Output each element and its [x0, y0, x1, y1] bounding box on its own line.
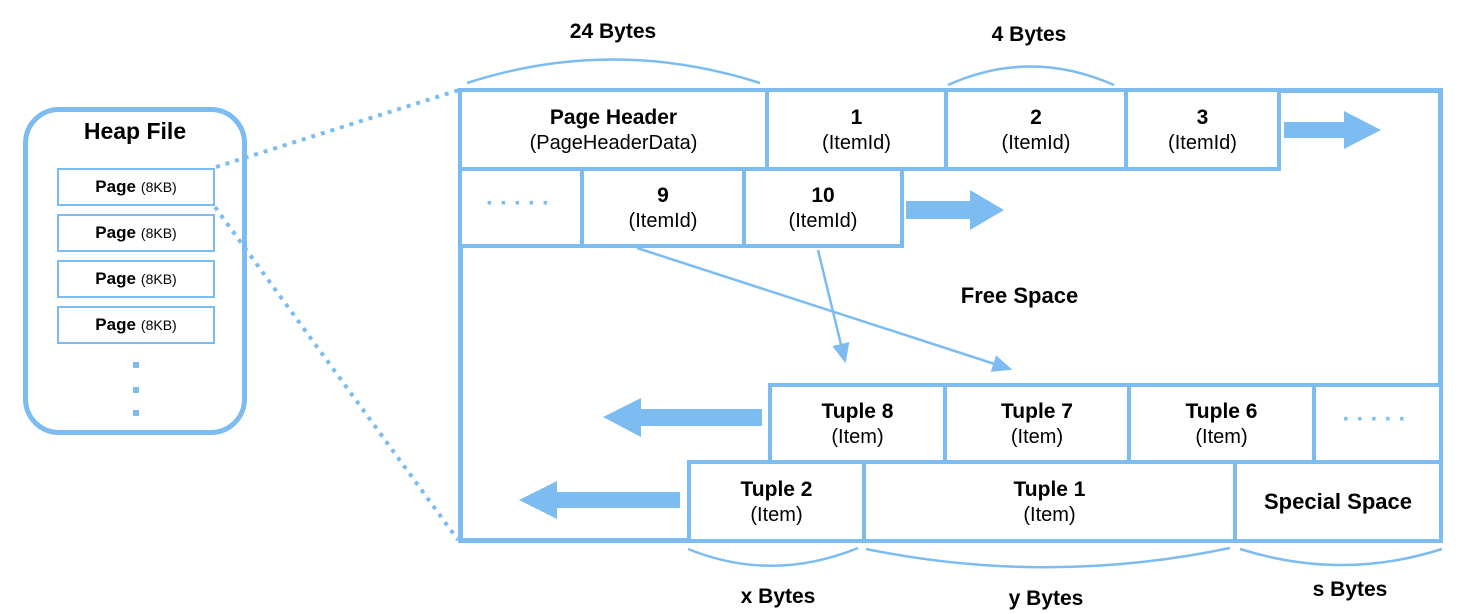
page-size: (8KB) [140, 271, 177, 287]
tuple-1-cell: Tuple 1 (Item) [862, 460, 1237, 543]
itemid-type: (ItemId) [628, 210, 698, 233]
tuple-6-cell: Tuple 6 (Item) [1127, 383, 1316, 464]
itemid-3-cell: 3 (ItemId) [1124, 88, 1281, 171]
page-name: Page [95, 177, 136, 196]
arc-4-bytes [947, 65, 1115, 87]
special-space-label: Special Space [1264, 488, 1412, 514]
itemid-1-cell: 1 (ItemId) [765, 88, 948, 171]
arc-24-bytes [466, 58, 761, 85]
tuple-name: Tuple 6 [1185, 399, 1258, 423]
itemid-type: (ItemId) [822, 132, 891, 155]
tuple-ellipsis-cell: ····· [1312, 383, 1443, 464]
zoom-connector-top-dotted-line [215, 88, 460, 169]
special-space-cell: Special Space [1233, 460, 1443, 543]
tuple-2-cell: Tuple 2 (Item) [687, 460, 866, 543]
page-size: (8KB) [140, 225, 177, 241]
header-bytes-label: 24 Bytes [569, 20, 657, 43]
tuple-name: Tuple 2 [740, 477, 813, 501]
itemid-10-cell: 10 (ItemId) [742, 167, 904, 248]
arc-x-bytes [687, 546, 859, 567]
heap-page-item: Page (8KB) [57, 168, 215, 206]
page-name: Page [95, 223, 136, 242]
page-name: Page [95, 269, 136, 288]
tuple-type: (Item) [1010, 426, 1064, 449]
tuple-name: Tuple 1 [1013, 477, 1086, 501]
s-bytes-label: s Bytes [1312, 578, 1388, 601]
dotted-ellipsis-icon: ····· [486, 189, 556, 217]
page-header-subtitle: (PageHeaderData) [529, 132, 698, 155]
page-size: (8KB) [140, 317, 177, 333]
page-name: Page [95, 315, 136, 334]
itemid-number: 3 [1196, 105, 1209, 129]
dotted-ellipsis-icon: ····· [1342, 405, 1413, 433]
page-size: (8KB) [140, 179, 177, 195]
tuple-type: (Item) [1023, 504, 1076, 527]
page-header-cell: Page Header (PageHeaderData) [458, 88, 769, 171]
tuple-name: Tuple 7 [1001, 399, 1073, 423]
y-bytes-label: y Bytes [1008, 587, 1084, 610]
heap-page-item: Page (8KB) [57, 214, 215, 252]
itemid-type: (ItemId) [788, 210, 858, 233]
tuple-7-cell: Tuple 7 (Item) [943, 383, 1131, 464]
itemid-9-cell: 9 (ItemId) [580, 167, 746, 248]
zoom-connector-bottom-dotted-line [213, 205, 460, 542]
itemid-number: 1 [850, 105, 863, 129]
tuple-name: Tuple 8 [821, 399, 894, 423]
itemid-number: 10 [811, 183, 835, 207]
itemid-number: 9 [657, 183, 669, 207]
itemid-ellipsis-cell: ····· [458, 167, 584, 248]
tuple-type: (Item) [1195, 426, 1248, 449]
itemid-2-cell: 2 (ItemId) [944, 88, 1128, 171]
itemid-type: (ItemId) [1001, 132, 1071, 155]
page-header-title: Page Header [549, 105, 678, 129]
itemid-number: 2 [1030, 105, 1042, 129]
tuple-8-cell: Tuple 8 (Item) [768, 383, 947, 464]
arc-y-bytes [865, 546, 1231, 569]
tuple-type: (Item) [831, 426, 884, 449]
heap-file-title: Heap File [83, 118, 187, 144]
heap-page-item: Page (8KB) [57, 260, 215, 298]
arc-s-bytes [1239, 547, 1443, 567]
itemid-type: (ItemId) [1168, 132, 1237, 155]
tuple-type: (Item) [750, 504, 803, 527]
itemid-bytes-label: 4 Bytes [991, 23, 1067, 46]
heap-page-item: Page (8KB) [57, 306, 215, 344]
x-bytes-label: x Bytes [740, 585, 816, 608]
free-space-label: Free Space [960, 283, 1079, 308]
